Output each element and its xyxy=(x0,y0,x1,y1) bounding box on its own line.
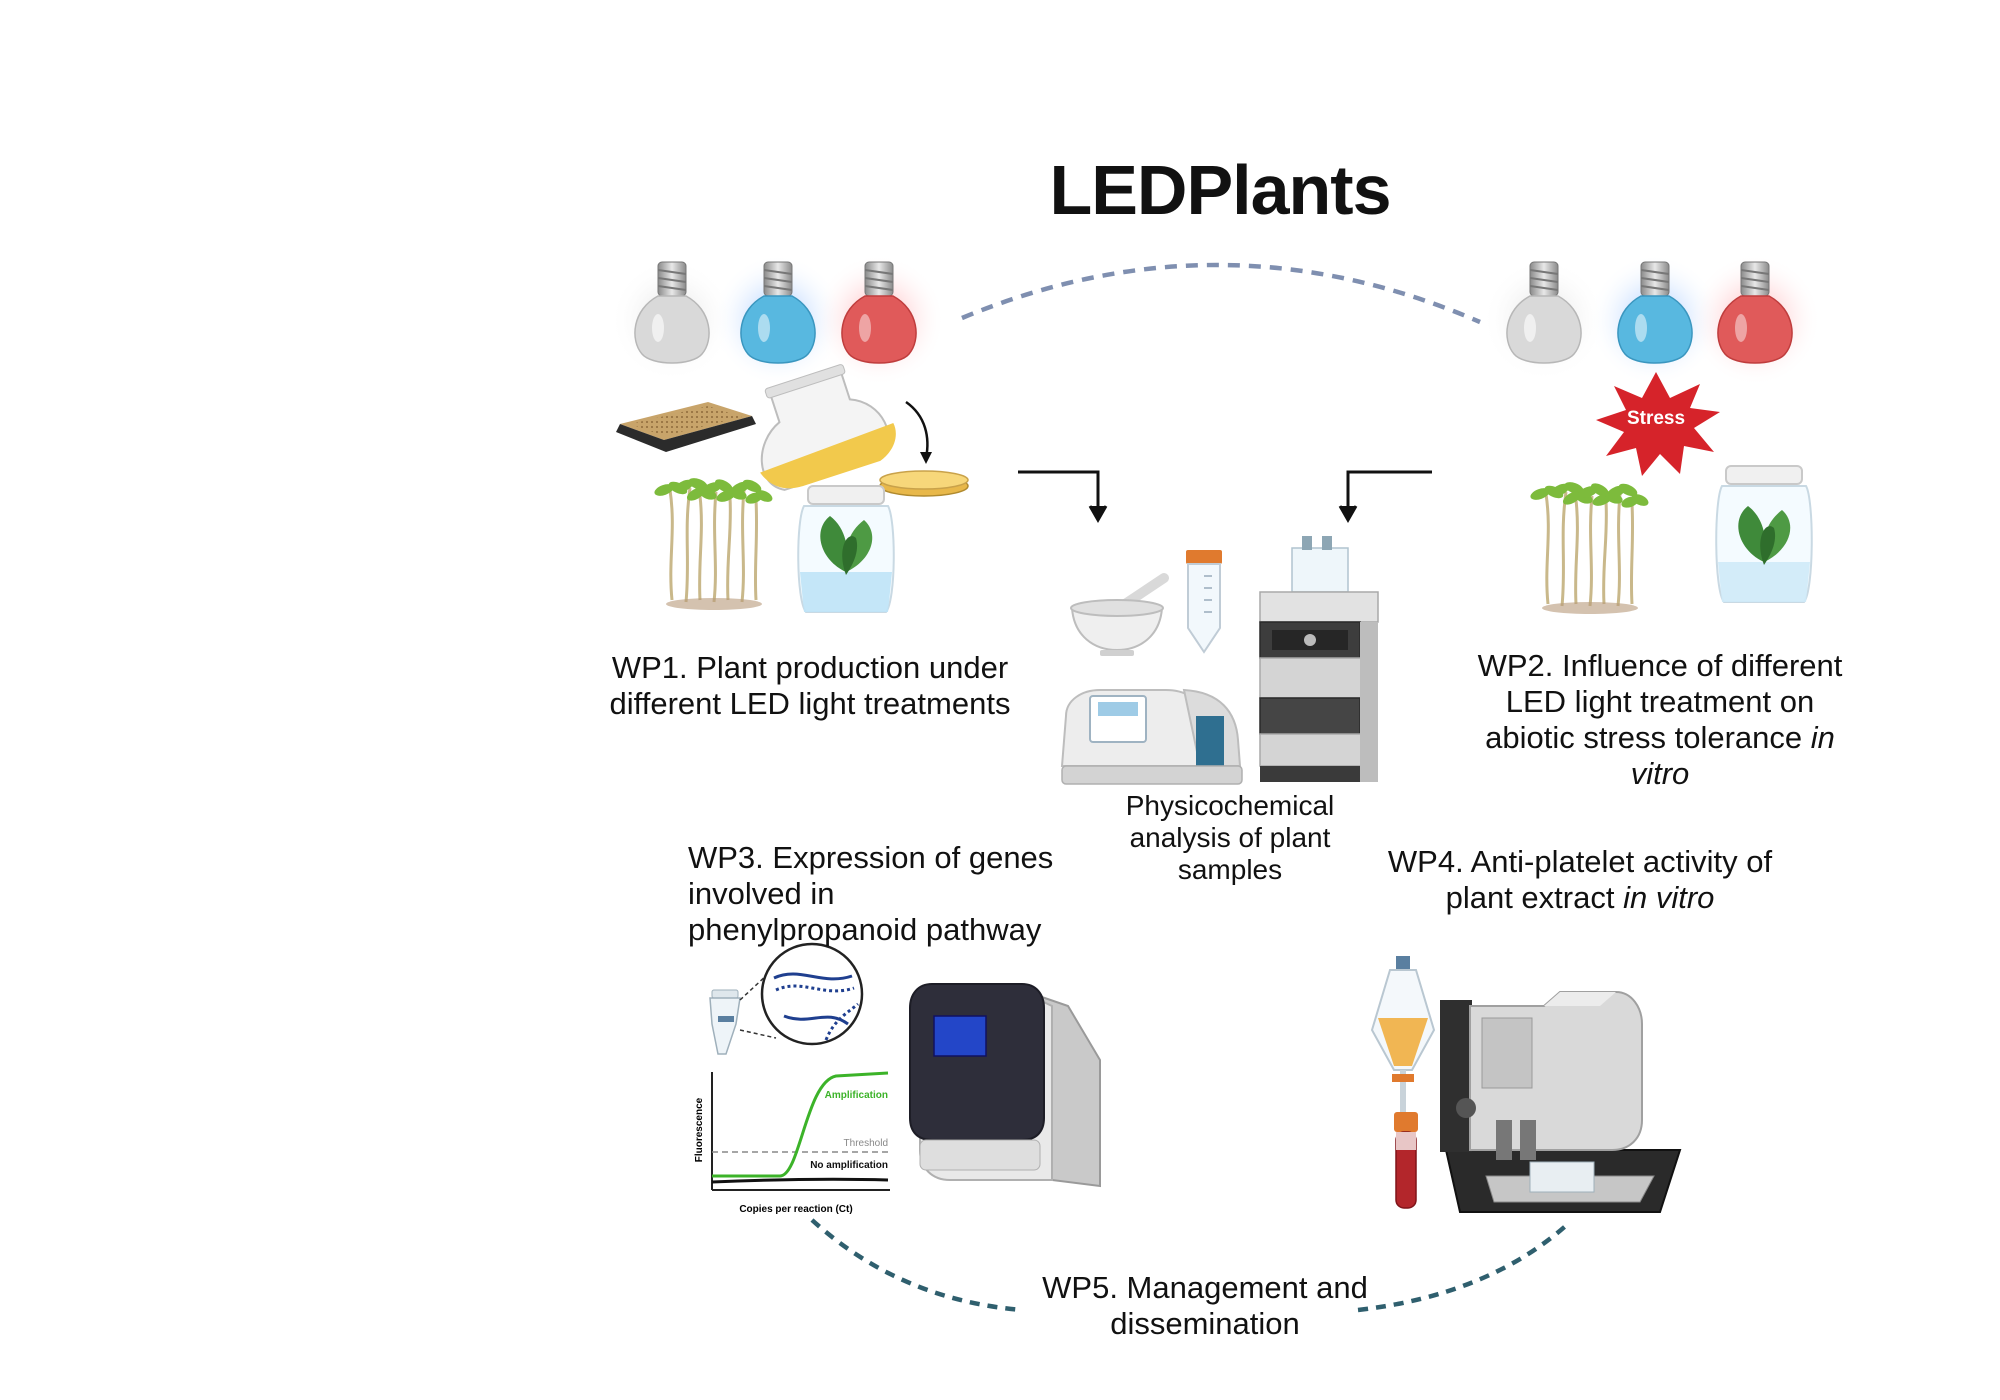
qpcr-no-amplification-label: No amplification xyxy=(810,1160,888,1171)
qpcr-ylabel: Fluorescence xyxy=(694,1097,705,1162)
qpcr-xlabel: Copies per reaction (Ct) xyxy=(739,1204,852,1215)
sprout-roots xyxy=(666,598,762,610)
qpcr-no-amplification-curve xyxy=(711,1177,889,1184)
right-connector-arrow xyxy=(1338,470,1432,524)
diagram-title: LEDPlants xyxy=(1049,151,1391,229)
sprouts-icon xyxy=(668,487,759,603)
light-bulb-icon xyxy=(712,254,844,386)
wp2-label: WP2. Influence of different LED light tr… xyxy=(1477,648,1843,791)
pour-arrow xyxy=(905,400,929,459)
bottom-right-dashed-arc xyxy=(1357,1220,1572,1313)
pcr-tube-icon xyxy=(709,989,741,1055)
qpcr-chart: Fluorescence Copies per reaction (Ct) Am… xyxy=(694,1071,890,1215)
wp4-label: WP4. Anti-platelet activity of plant ext… xyxy=(1387,844,1773,915)
wp1-label: WP1. Plant production under different LE… xyxy=(609,650,1011,721)
spectrophotometer-icon xyxy=(1060,688,1243,785)
separatory-funnel-icon xyxy=(1370,956,1436,1114)
jar-plant-icon xyxy=(1715,465,1813,603)
qpcr-amplification-label: Amplification xyxy=(825,1090,888,1101)
blood-tube-icon xyxy=(1394,1112,1418,1209)
falcon-tube-icon xyxy=(1186,550,1222,654)
flask-icon xyxy=(760,364,896,491)
light-bulb-icon xyxy=(1589,254,1721,386)
wp5-label: WP5. Management and dissemination xyxy=(1042,1270,1368,1341)
center-analysis-label: Physicochemical analysis of plant sample… xyxy=(1125,790,1335,885)
seed-tray-icon xyxy=(616,402,756,452)
left-connector-arrow xyxy=(1018,470,1108,524)
qpcr-amplification-curve xyxy=(712,1071,889,1178)
qpcr-threshold-label: Threshold xyxy=(844,1138,888,1149)
sprout-leaves xyxy=(1530,482,1649,508)
qpcr-machine-icon xyxy=(909,983,1101,1188)
mortar-pestle-icon xyxy=(1070,573,1169,656)
light-bulb-icon xyxy=(1482,258,1606,382)
petri-dish-icon xyxy=(879,470,969,497)
light-bulb-icon xyxy=(610,258,734,382)
jar-plant-icon xyxy=(797,485,895,613)
sprouts-icon xyxy=(1544,491,1635,607)
stress-burst-icon: Stress xyxy=(1596,372,1720,476)
light-bulb-icon xyxy=(1689,254,1821,386)
dna-icon xyxy=(760,942,864,1046)
top-dashed-arc xyxy=(961,262,1481,325)
stress-label: Stress xyxy=(1627,408,1685,429)
aggregometer-icon xyxy=(1440,991,1682,1213)
hplc-icon xyxy=(1259,536,1379,782)
bottom-left-dashed-arc xyxy=(810,1218,1023,1313)
wp3-label: WP3. Expression of genes involved in phe… xyxy=(688,840,1054,947)
sprout-leaves xyxy=(654,478,773,504)
light-bulb-icon xyxy=(813,254,945,386)
